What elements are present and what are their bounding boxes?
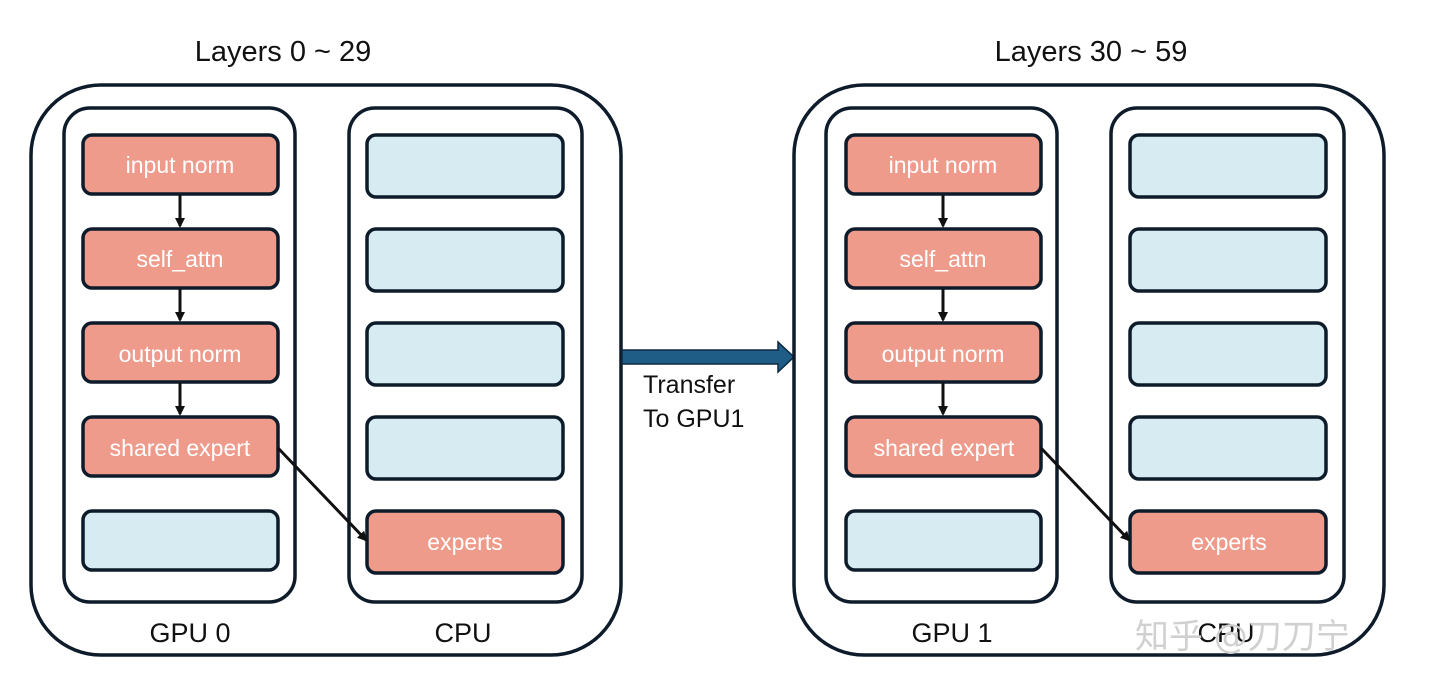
shared-to-experts-arrow: [276, 446, 368, 542]
layer-group-1: Layers 30 ~ 59 input norm self_attn outp…: [792, 36, 1386, 657]
cpu0-block-empty: [365, 415, 565, 481]
gpu1-block-self-attn: self_attn: [844, 227, 1043, 290]
gpu1-block-label: self_attn: [900, 246, 987, 272]
gpu1-block-output-norm: output norm: [844, 321, 1043, 384]
cpu0-block-empty: [365, 321, 565, 387]
cpu1-block-empty: [1128, 133, 1328, 199]
cpu1-block-label: experts: [1191, 529, 1266, 555]
transfer-label-line2: To GPU1: [643, 405, 744, 433]
cpu0-block-experts: experts: [365, 509, 565, 575]
gpu-label-0: GPU 0: [149, 618, 230, 648]
cpu-column-0: experts CPU: [347, 106, 584, 648]
gpu1-block-label: output norm: [882, 341, 1005, 367]
cpu-label-0: CPU: [434, 618, 491, 648]
gpu0-block-label: input norm: [126, 152, 235, 178]
gpu1-block-shared-expert: shared expert: [844, 415, 1043, 478]
gpu0-block-label: self_attn: [137, 246, 224, 272]
gpu0-block-label: shared expert: [110, 435, 251, 461]
cpu0-block-empty: [365, 133, 565, 199]
cpu1-block-experts: experts: [1128, 509, 1328, 575]
cpu0-block-label: experts: [427, 529, 502, 555]
transfer-edge: Transfer To GPU1: [621, 340, 796, 433]
cpu1-block-empty: [1128, 227, 1328, 293]
shared-to-experts-arrow: [1039, 446, 1131, 542]
gpu0-block-empty: [81, 509, 280, 572]
gpu0-block-input-norm: input norm: [81, 133, 280, 196]
transfer-arrow: [621, 340, 796, 374]
cpu-label-1: CPU: [1197, 618, 1254, 648]
group-heading-0: Layers 0 ~ 29: [195, 36, 372, 68]
transfer-label-line1: Transfer: [643, 371, 735, 399]
gpu1-block-input-norm: input norm: [844, 133, 1043, 196]
gpu-label-1: GPU 1: [911, 618, 992, 648]
watermark-text: 知乎 @刀刀宁: [1135, 617, 1350, 657]
gpu0-block-self-attn: self_attn: [81, 227, 280, 290]
group-heading-1: Layers 30 ~ 59: [995, 36, 1188, 68]
gpu1-block-label: input norm: [889, 152, 998, 178]
gpu0-block-shared-expert: shared expert: [81, 415, 280, 478]
gpu0-block-label: output norm: [119, 341, 242, 367]
gpu-column-0: input norm self_attn output norm shared …: [62, 106, 297, 648]
cpu0-block-empty: [365, 227, 565, 293]
cpu1-block-empty: [1128, 321, 1328, 387]
cpu1-block-empty: [1128, 415, 1328, 481]
gpu0-block-output-norm: output norm: [81, 321, 280, 384]
layer-group-0: Layers 0 ~ 29 input norm self_attn outpu…: [29, 36, 623, 657]
gpu-column-1: input norm self_attn output norm shared …: [824, 106, 1059, 648]
gpu1-block-label: shared expert: [874, 435, 1015, 461]
cpu-column-1: experts CPU: [1109, 106, 1346, 648]
gpu1-block-empty: [844, 509, 1043, 572]
